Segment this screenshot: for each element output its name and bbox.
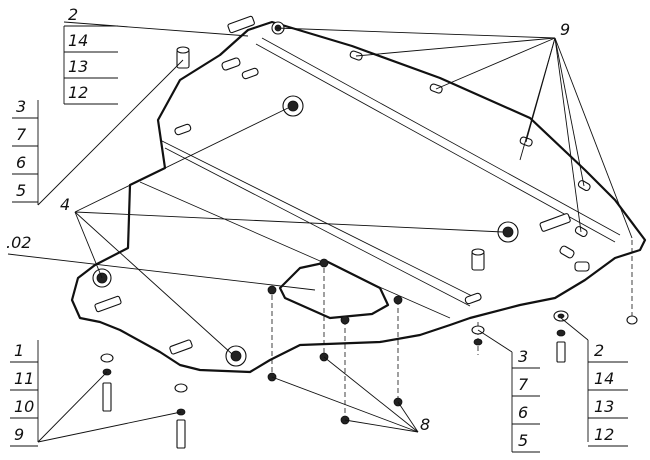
callout-bottom-left-4: 9 — [14, 425, 24, 444]
mounting-slots — [94, 15, 591, 355]
callout-4: 4 — [60, 195, 70, 214]
access-cutout — [278, 260, 390, 320]
callout-bottom-left-3: 10 — [14, 397, 34, 416]
callout-top-left-1: 2 — [68, 5, 78, 24]
callout-left-mid-2: 7 — [16, 125, 27, 144]
callout-bottom-mid-3: 6 — [518, 403, 528, 422]
callout-bottom-right-2: 14 — [594, 369, 614, 388]
callout-top-left-2: 14 — [68, 31, 88, 50]
callout-left-mid-1: 3 — [16, 97, 26, 116]
callout-9-top: 9 — [560, 20, 570, 39]
callout-left-mid-3: 6 — [16, 153, 26, 172]
spacers — [176, 46, 485, 271]
callout-bottom-mid-2: 7 — [518, 375, 529, 394]
callout-stack-top-left: 2 14 13 12 — [63, 5, 118, 105]
callout-bottom-mid-4: 5 — [518, 431, 528, 450]
leader-lines — [7, 21, 633, 452]
callout-stack-bottom-left: 1 11 10 9 — [10, 341, 38, 447]
callout-stack-left-mid: 3 7 6 5 — [12, 97, 38, 203]
callout-bottom-right-3: 13 — [594, 397, 614, 416]
callout-bottom-left-2: 11 — [14, 369, 34, 388]
callout-top-left-3: 13 — [68, 57, 88, 76]
callout-stack-bottom-mid: 3 7 6 5 — [512, 347, 540, 453]
callout-bottom-right-1: 2 — [594, 341, 604, 360]
skid-plate-body — [70, 20, 647, 374]
callout-top-left-4: 12 — [68, 83, 88, 102]
callout-bottom-left-1: 1 — [14, 341, 24, 360]
callout-left-mid-4: 5 — [16, 181, 26, 200]
callout-bottom-right-4: 12 — [594, 425, 614, 444]
callout-stack-bottom-right: 2 14 13 12 — [588, 341, 628, 447]
callout-bottom-mid-1: 3 — [518, 347, 528, 366]
callout-02: .02 — [6, 233, 31, 252]
callout-8: 8 — [420, 415, 430, 434]
